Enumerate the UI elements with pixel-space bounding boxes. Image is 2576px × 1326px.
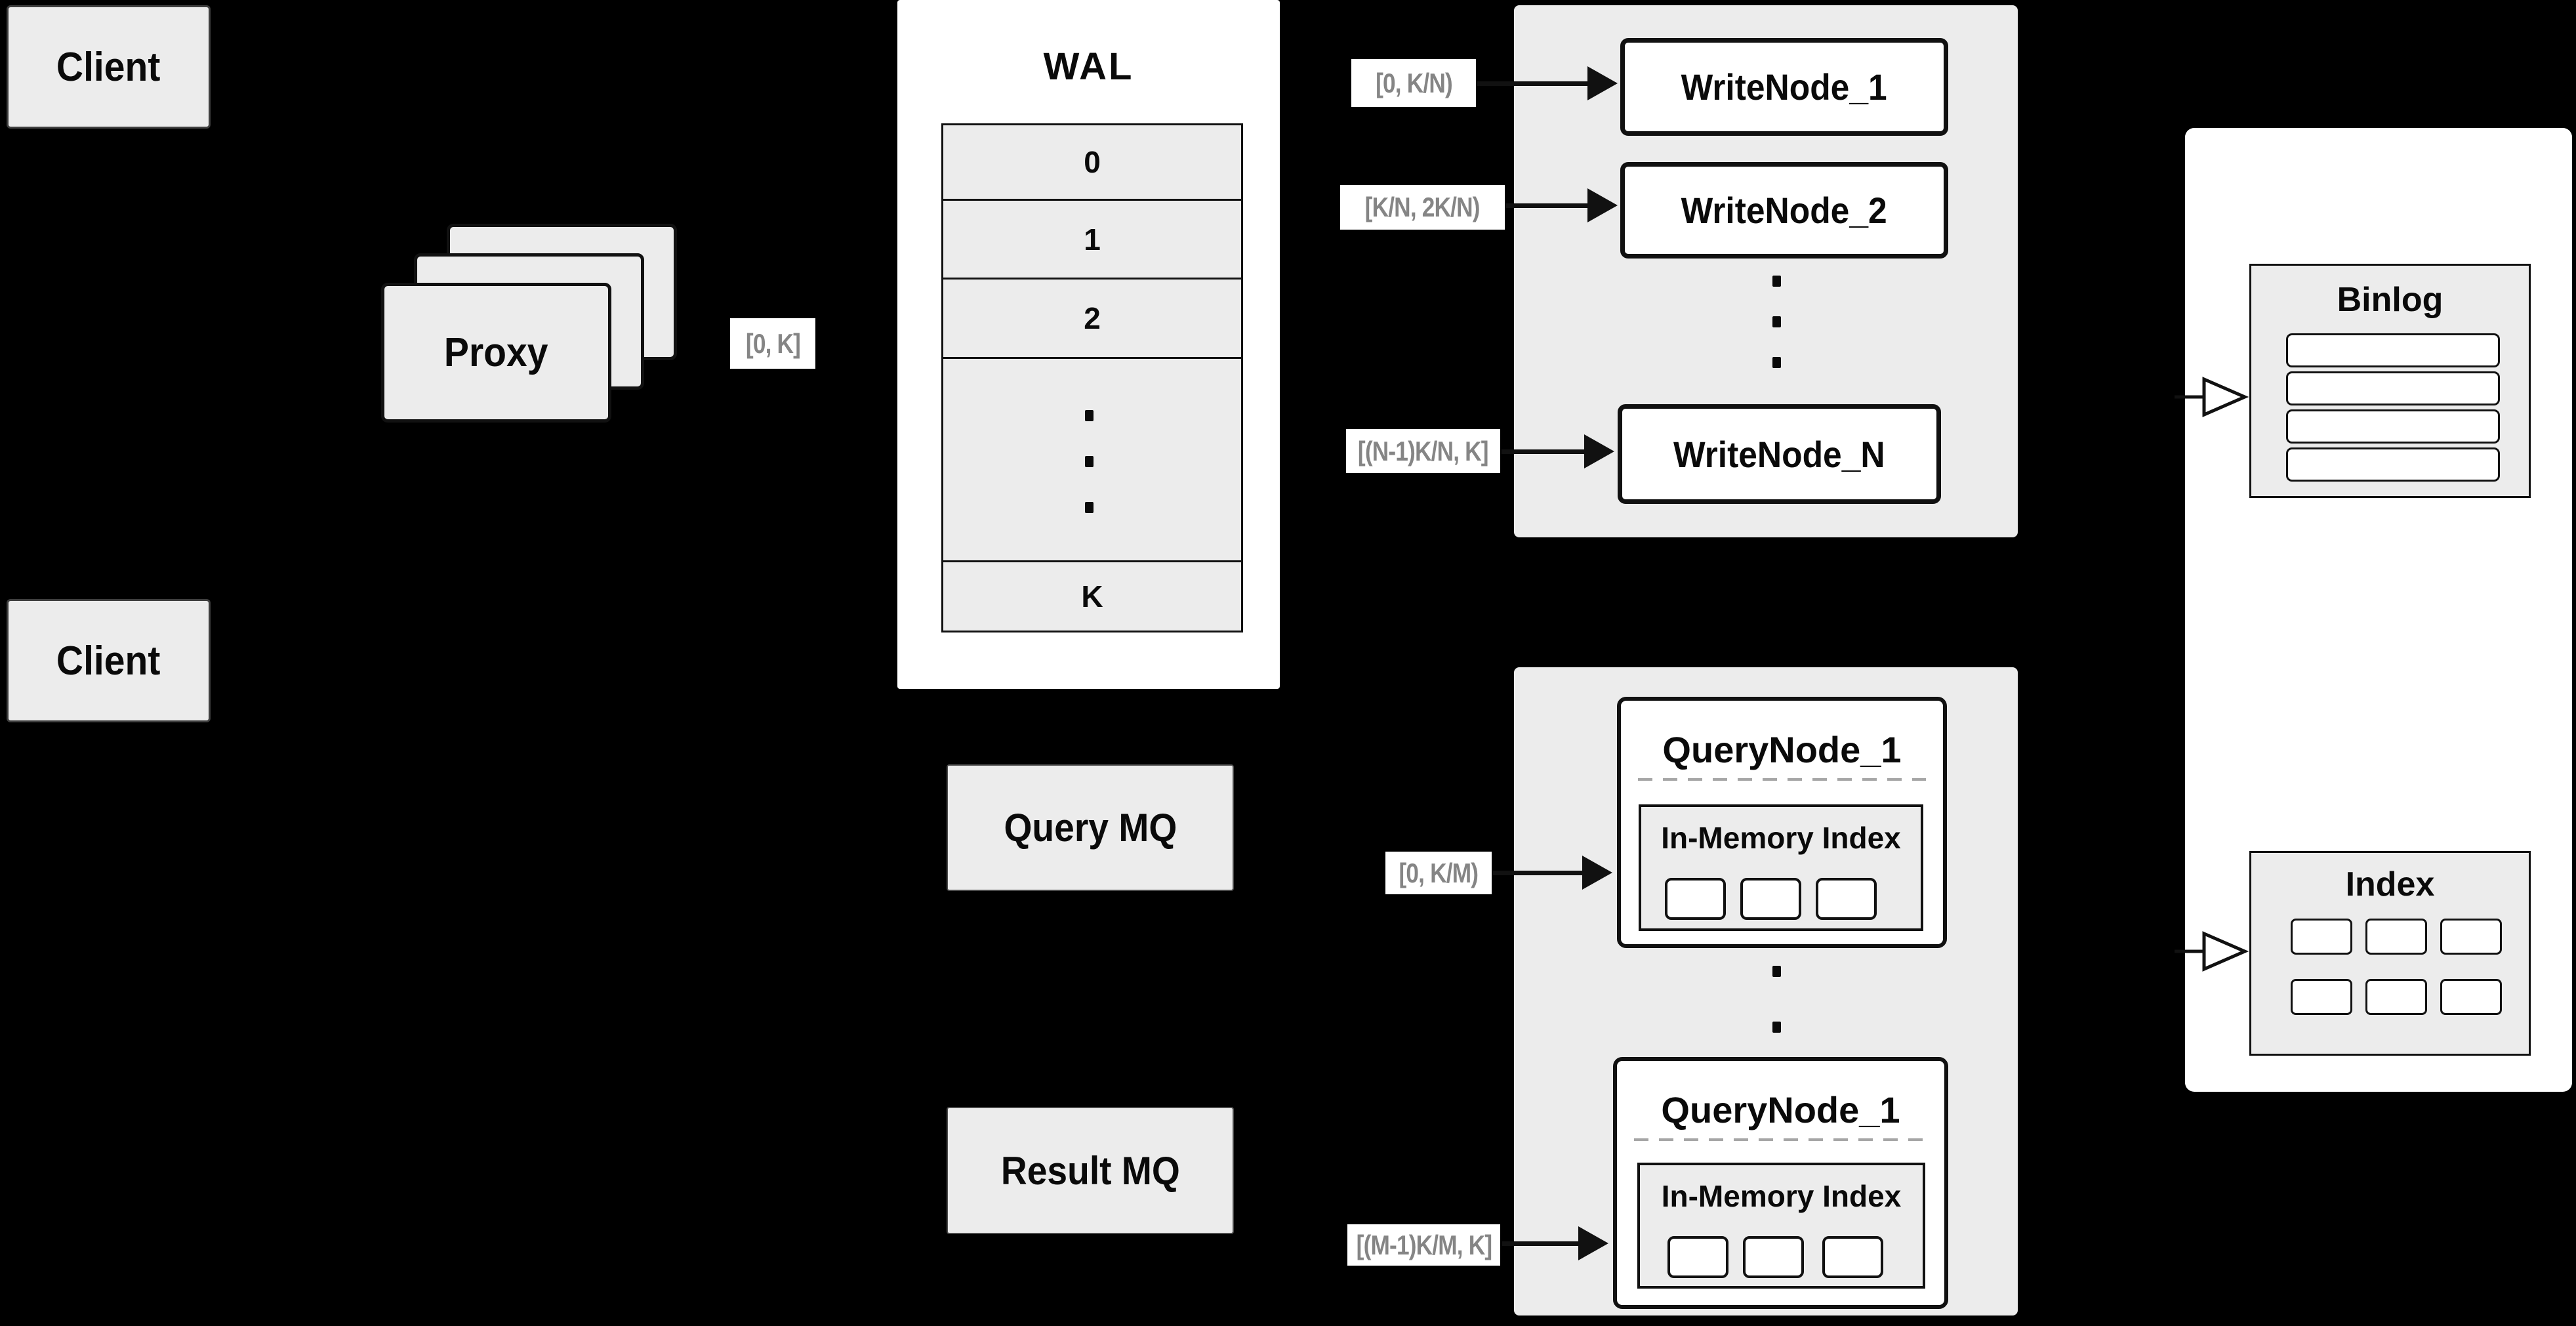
range-label-write-2: [K/N, 2K/N) <box>1340 185 1505 230</box>
dashed-divider <box>1634 1138 1927 1141</box>
arrow-line <box>1502 1241 1578 1246</box>
binlog-row <box>2286 447 2500 482</box>
range-label-write-n: [(N-1)K/N, K] <box>1346 429 1500 473</box>
wal-row-ellipsis <box>943 359 1241 562</box>
range-label-write-1: [0, K/N) <box>1351 59 1476 107</box>
index-chip-row <box>2291 919 2502 955</box>
range-label-proxy-out: [0, K] <box>730 318 815 369</box>
query-mq-label: Query MQ <box>1004 806 1177 850</box>
ellipsis-dot <box>1772 1022 1781 1033</box>
index-chip <box>2440 919 2502 955</box>
ellipsis-dot <box>1085 410 1094 421</box>
write-group-ellipsis <box>1772 276 1781 374</box>
arrow-head <box>1587 66 1618 100</box>
index-chip <box>2291 979 2352 1015</box>
binlog-rows <box>2286 333 2500 482</box>
in-memory-index-title: In-Memory Index <box>1661 821 1901 855</box>
segment-chip <box>1667 1236 1728 1278</box>
index-chip <box>2365 919 2427 955</box>
index-box: Index <box>2249 851 2531 1056</box>
arrow-head <box>1582 856 1612 890</box>
binlog-title: Binlog <box>2337 281 2443 319</box>
wal-row-0: 0 <box>943 125 1241 201</box>
arrow-head <box>1587 188 1618 222</box>
arrow-head <box>1584 434 1614 468</box>
ellipsis-dot <box>1772 316 1781 327</box>
range-label-query-m: [(M-1)K/M, K] <box>1347 1224 1500 1266</box>
result-mq-label: Result MQ <box>1000 1148 1180 1193</box>
arrow-line <box>1493 871 1582 875</box>
binlog-row <box>2286 409 2500 444</box>
client-box-top: Client <box>7 5 211 129</box>
ellipsis-dot <box>1772 357 1781 368</box>
open-arrow-index <box>2175 931 2249 972</box>
wal-row-2: 2 <box>943 280 1241 359</box>
query-node-1: QueryNode_1 In-Memory Index <box>1617 697 1947 948</box>
client-label: Client <box>56 44 161 90</box>
range-label-query-1: [0, K/M) <box>1385 852 1492 894</box>
store-engine-panel: Store Engine Binlog Index <box>2185 128 2572 1092</box>
ellipsis-dot <box>1085 456 1094 467</box>
wal-title: WAL <box>1043 45 1134 88</box>
index-chip <box>2365 979 2427 1015</box>
write-node-2: WriteNode_2 <box>1620 162 1948 259</box>
index-title: Index <box>2345 865 2435 903</box>
binlog-row <box>2286 371 2500 405</box>
ellipsis-dot <box>1085 502 1094 513</box>
query-mq-box: Query MQ <box>947 764 1234 891</box>
query-node-m: QueryNode_1 In-Memory Index <box>1613 1057 1948 1309</box>
in-memory-index-box: In-Memory Index <box>1639 804 1923 931</box>
ellipsis-dot <box>1772 276 1781 287</box>
ellipsis-dot <box>1772 966 1781 977</box>
segment-chip <box>1743 1236 1804 1278</box>
client-box-bottom: Client <box>7 599 211 722</box>
binlog-box: Binlog <box>2249 264 2531 498</box>
write-node-1: WriteNode_1 <box>1620 38 1948 136</box>
in-memory-index-title: In-Memory Index <box>1661 1179 1902 1213</box>
index-chip <box>2440 979 2502 1015</box>
segment-chip <box>1740 878 1801 920</box>
proxy-label: Proxy <box>444 330 548 375</box>
wal-panel: WAL 0 1 2 K <box>897 0 1280 689</box>
arrow-line <box>1502 449 1585 454</box>
segment-chip <box>1665 878 1726 920</box>
segment-chip <box>1822 1236 1883 1278</box>
index-chip-row <box>2291 979 2502 1015</box>
open-arrow-binlog <box>2175 377 2249 417</box>
wal-row-1: 1 <box>943 201 1241 280</box>
proxy-card-front: Proxy <box>381 283 611 423</box>
wal-row-k: K <box>1081 579 1103 613</box>
write-node-n: WriteNode_N <box>1618 404 1941 504</box>
query-node-title: QueryNode_1 <box>1661 1089 1900 1130</box>
dashed-divider <box>1638 778 1926 781</box>
client-label: Client <box>56 638 161 684</box>
binlog-row <box>2286 333 2500 367</box>
query-node-title: QueryNode_1 <box>1662 729 1902 770</box>
arrow-line <box>1477 81 1589 86</box>
in-memory-index-box: In-Memory Index <box>1637 1163 1925 1289</box>
arrow-head <box>1578 1226 1608 1260</box>
result-mq-box: Result MQ <box>947 1107 1234 1234</box>
wal-segment-table: 0 1 2 K <box>941 123 1243 632</box>
index-chip <box>2291 919 2352 955</box>
segment-chip <box>1816 878 1877 920</box>
arrow-line <box>1506 203 1589 208</box>
